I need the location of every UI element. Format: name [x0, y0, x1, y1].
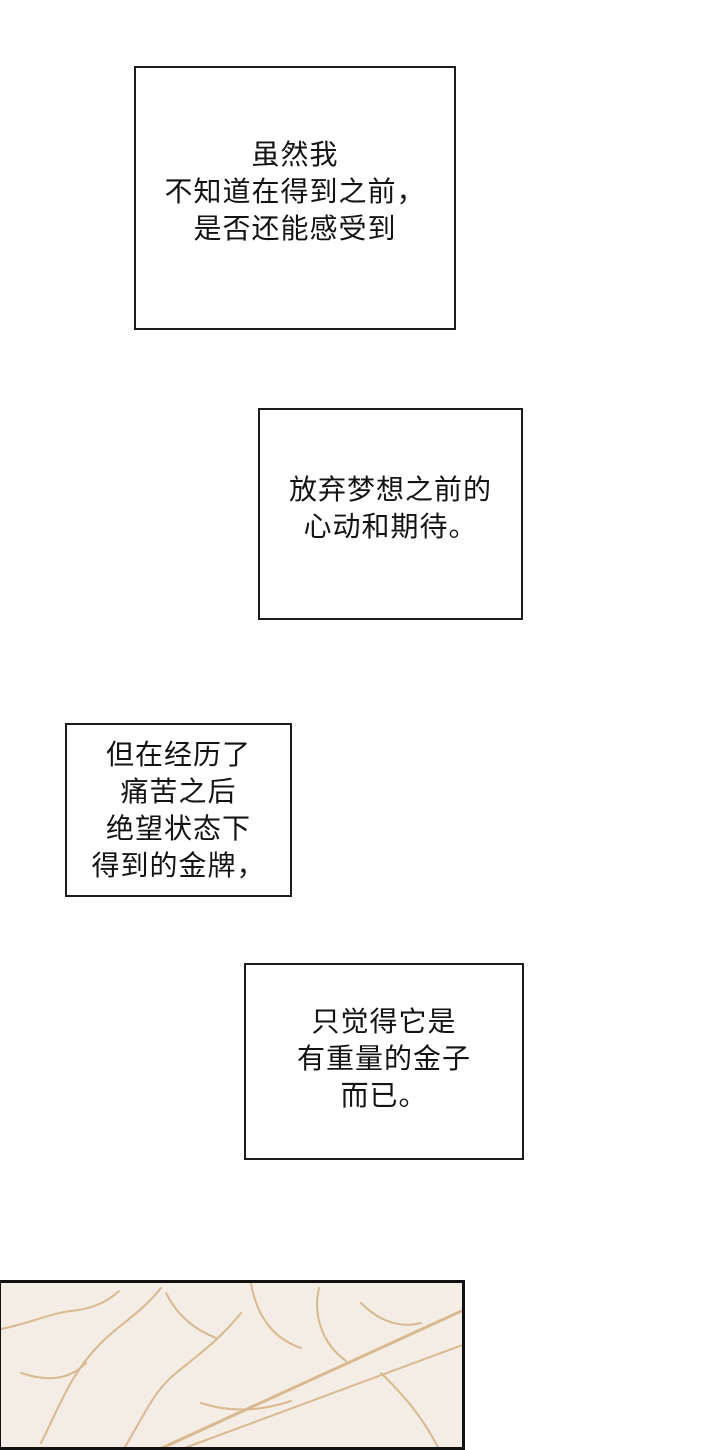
caption-line: 虽然我 [251, 137, 339, 171]
caption-line: 绝望状态下 [105, 812, 251, 845]
caption-line: 是否还能感受到 [193, 211, 397, 245]
caption-line: 而已。 [340, 1079, 428, 1112]
caption-line: 得到的金牌， [91, 849, 266, 882]
caption-line: 不知道在得到之前， [164, 174, 426, 208]
caption-box-1: 虽然我 不知道在得到之前， 是否还能感受到 [134, 66, 456, 330]
caption-text-4: 只觉得它是 有重量的金子 而已。 [297, 1003, 471, 1114]
caption-line: 心动和期待。 [303, 510, 478, 543]
caption-text-1: 虽然我 不知道在得到之前， 是否还能感受到 [164, 136, 425, 247]
caption-line: 但在经历了 [105, 738, 251, 771]
caption-box-3: 但在经历了 痛苦之后 绝望状态下 得到的金牌， [65, 723, 292, 897]
caption-box-4: 只觉得它是 有重量的金子 而已。 [244, 963, 524, 1160]
caption-box-2: 放弃梦想之前的 心动和期待。 [258, 408, 523, 620]
artwork-lines-illustration [1, 1283, 462, 1447]
caption-text-3: 但在经历了 痛苦之后 绝望状态下 得到的金牌， [91, 736, 265, 884]
caption-line: 放弃梦想之前的 [288, 473, 492, 506]
caption-line: 有重量的金子 [296, 1042, 471, 1075]
comic-artwork-panel [0, 1280, 465, 1450]
caption-text-2: 放弃梦想之前的 心动和期待。 [289, 471, 492, 545]
caption-line: 痛苦之后 [120, 775, 237, 808]
caption-line: 只觉得它是 [311, 1005, 457, 1038]
